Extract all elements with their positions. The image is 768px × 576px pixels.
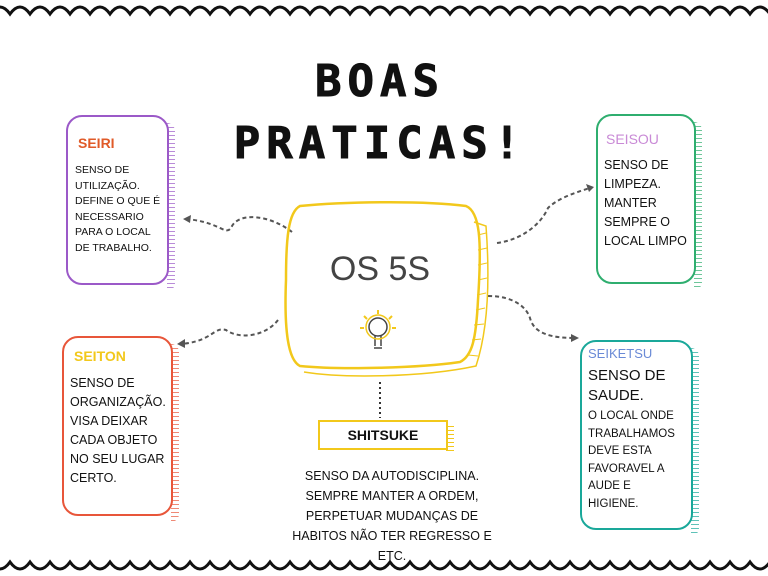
arrow-to-seiri bbox=[185, 216, 293, 233]
seiri-title: SEIRI bbox=[78, 135, 115, 151]
seiketsu-text: O LOCAL ONDE TRABALHAMOS DEVE ESTA FAVOR… bbox=[588, 410, 675, 510]
title-line-2: PRATICAS! bbox=[233, 118, 527, 170]
seiketsu-lead: SENSO DE SAUDE. bbox=[588, 367, 666, 404]
seisou-text: SENSO DE LIMPEZA. MANTER SEMPRE O LOCAL … bbox=[604, 158, 687, 248]
arrow-to-seiton bbox=[179, 319, 279, 345]
shitsuke-text: SENSO DA AUTODISCIPLINA. SEMPRE MANTER A… bbox=[292, 469, 492, 563]
title-line-1: BOAS bbox=[315, 56, 445, 108]
arrow-to-seiketsu bbox=[487, 295, 576, 339]
seiri-text: SENSO DE UTILIZAÇÃO. DEFINE O QUE É NECE… bbox=[75, 164, 161, 254]
seiketsu-box: SEIKETSU SENSO DE SAUDE. O LOCAL ONDE TR… bbox=[580, 340, 699, 536]
seisou-title: SEISOU bbox=[606, 131, 659, 147]
seiton-box: SEITON SENSO DE ORGANIZAÇÃO. VISA DEIXAR… bbox=[62, 336, 179, 522]
seisou-box: SEISOU SENSO DE LIMPEZA. MANTER SEMPRE O… bbox=[596, 114, 702, 290]
lightbulb-icon bbox=[360, 310, 396, 349]
seiketsu-title: SEIKETSU bbox=[588, 346, 653, 361]
seiri-box: SEIRI SENSO DE UTILIZAÇÃO. DEFINE O QUE … bbox=[66, 115, 175, 291]
seiton-title: SEITON bbox=[74, 348, 126, 364]
arrow-to-seisou bbox=[496, 187, 591, 244]
seiton-text: SENSO DE ORGANIZAÇÃO. VISA DEIXAR CADA O… bbox=[70, 376, 166, 485]
shitsuke-title: SHITSUKE bbox=[318, 420, 454, 454]
center-box bbox=[284, 200, 482, 370]
center-label: OS 5S bbox=[329, 250, 431, 288]
